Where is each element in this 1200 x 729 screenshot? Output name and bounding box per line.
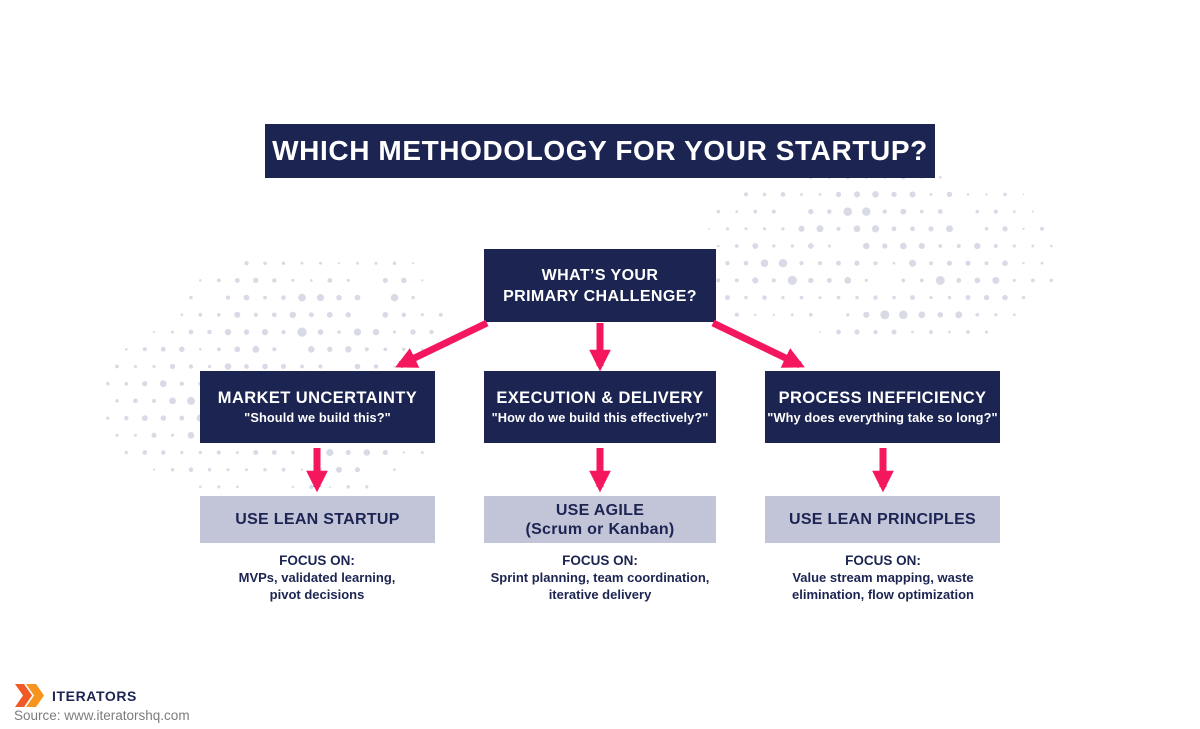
focus-line1: Value stream mapping, waste [792, 570, 974, 585]
branch-question: "Should we build this?" [244, 410, 391, 425]
title-banner: WHICH METHODOLOGY FOR YOUR STARTUP? [265, 124, 935, 178]
branch-node-process-inefficiency: PROCESS INEFFICIENCY "Why does everythin… [765, 371, 1000, 443]
recommendation-line1: USE LEAN PRINCIPLES [788, 511, 977, 528]
branch-title: PROCESS INEFFICIENCY [778, 389, 987, 407]
focus-line2: elimination, flow optimization [792, 587, 974, 602]
focus-label: FOCUS ON: [279, 553, 355, 568]
recommendation-line1: USE AGILE [555, 501, 645, 519]
focus-label: FOCUS ON: [845, 553, 921, 568]
branch-title: MARKET UNCERTAINTY [217, 389, 418, 407]
focus-label: FOCUS ON: [562, 553, 638, 568]
branch-title: EXECUTION & DELIVERY [496, 389, 704, 407]
branch-question: "How do we build this effectively?" [491, 410, 709, 425]
focus-block-lean-startup: FOCUS ON: MVPs, validated learning, pivo… [177, 552, 457, 603]
focus-line1: Sprint planning, team coordination, [490, 570, 710, 585]
focus-block-agile: FOCUS ON: Sprint planning, team coordina… [460, 552, 740, 603]
source-attribution: Source: www.iteratorshq.com [14, 708, 190, 723]
branch-node-market-uncertainty: MARKET UNCERTAINTY "Should we build this… [200, 371, 435, 443]
focus-block-lean-principles: FOCUS ON: Value stream mapping, waste el… [743, 552, 1023, 603]
focus-line2: pivot decisions [269, 587, 365, 602]
recommendation-lean-startup: USE LEAN STARTUP [200, 496, 435, 543]
focus-line2: iterative delivery [548, 587, 652, 602]
branch-node-execution-delivery: EXECUTION & DELIVERY "How do we build th… [484, 371, 716, 443]
branch-question: "Why does everything take so long?" [767, 410, 998, 425]
recommendation-agile: USE AGILE (Scrum or Kanban) [484, 496, 716, 543]
recommendation-line2: (Scrum or Kanban) [525, 520, 675, 538]
iterators-logo-text: ITERATORS [52, 687, 137, 704]
root-question-line1: WHAT’S YOUR [541, 266, 659, 284]
recommendation-line1: USE LEAN STARTUP [235, 511, 400, 528]
root-question-node: WHAT’S YOUR PRIMARY CHALLENGE? [484, 249, 716, 322]
root-question-line2: PRIMARY CHALLENGE? [503, 287, 697, 305]
iterators-logo-icon [15, 684, 44, 707]
iterators-logo: ITERATORS [15, 684, 137, 707]
focus-line1: MVPs, validated learning, [238, 570, 396, 585]
title-text: WHICH METHODOLOGY FOR YOUR STARTUP? [272, 135, 928, 166]
recommendation-lean-principles: USE LEAN PRINCIPLES [765, 496, 1000, 543]
